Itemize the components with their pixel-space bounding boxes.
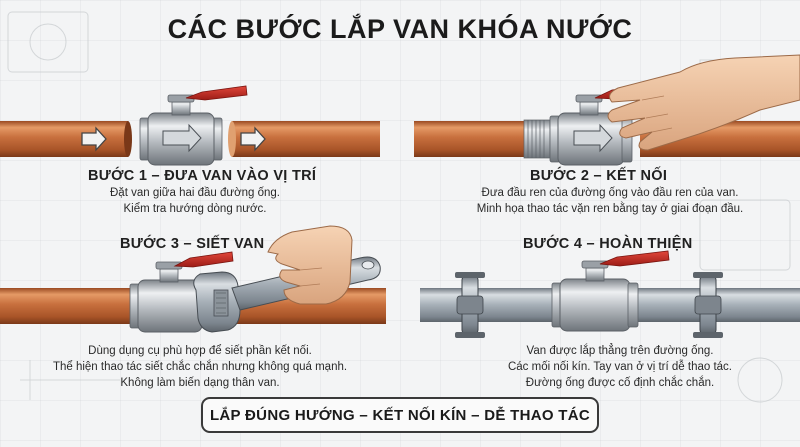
- flow-arrow-icon: [81, 126, 266, 152]
- step-2-illustration: [414, 54, 800, 166]
- step-3-line-3: Không làm biến dạng thân van.: [120, 377, 280, 389]
- ball-valve-icon: [129, 251, 234, 333]
- step-1-description: Đặt van giữa hai đầu đường ống. Kiểm tra…: [70, 185, 320, 217]
- step-3-title: BƯỚC 3 – SIẾT VAN: [120, 236, 265, 252]
- step-3-illustration: [0, 225, 386, 333]
- step-1-title: BƯỚC 1 – ĐƯA VAN VÀO VỊ TRÍ: [88, 168, 317, 184]
- step-3-description: Dùng dụng cụ phù hợp để siết phần kết nố…: [20, 343, 380, 391]
- step-4-illustration: [420, 250, 800, 338]
- step-3-line-1: Dùng dụng cụ phù hợp để siết phần kết nố…: [88, 345, 312, 357]
- valve-handle: [599, 250, 670, 267]
- step-3-line-2: Thể hiện thao tác siết chắc chắn nhưng k…: [52, 361, 348, 373]
- page-title: CÁC BƯỚC LẮP VAN KHÓA NƯỚC: [167, 14, 633, 44]
- step-1-line-2: Kiểm tra hướng dòng nước.: [123, 203, 267, 215]
- valve-handle: [173, 251, 234, 268]
- ball-valve-icon: [551, 250, 670, 332]
- step-4-line-2: Các mối nối kín. Tay van ở vị trí dễ tha…: [507, 361, 732, 373]
- step-4-title: BƯỚC 4 – HOÀN THIỆN: [523, 236, 693, 252]
- valve-handle: [185, 85, 248, 101]
- step-2-line-2: Minh họa thao tác vặn ren bằng tay ở gia…: [476, 203, 744, 215]
- ball-valve-icon: [139, 85, 248, 166]
- step-3-left-pipe: [0, 288, 132, 324]
- step-4-line-3: Đường ống được cố định chắc chắn.: [525, 377, 715, 389]
- step-2-title: BƯỚC 2 – KẾT NỐI: [530, 168, 668, 184]
- step-4-line-1: Van được lắp thẳng trên đường ống.: [526, 345, 714, 357]
- step-1-illustration: [0, 85, 380, 166]
- step-1-line-1: Đặt van giữa hai đầu đường ống.: [110, 187, 280, 199]
- footer-text: LẮP ĐÚNG HƯỚNG – KẾT NỐI KÍN – DỄ THAO T…: [209, 406, 591, 424]
- step-4-description: Van được lắp thẳng trên đường ống. Các m…: [470, 343, 770, 391]
- step-2-description: Đưa đầu ren của đường ống vào đầu ren củ…: [440, 185, 780, 217]
- step-2-left-pipe: [414, 121, 526, 157]
- footer-banner: LẮP ĐÚNG HƯỚNG – KẾT NỐI KÍN – DỄ THAO T…: [201, 397, 599, 433]
- step-2-line-1: Đưa đầu ren của đường ống vào đầu ren củ…: [481, 187, 739, 199]
- step-1-left-pipe: [0, 121, 128, 157]
- pipe-clamp-icon: [455, 272, 485, 338]
- hand-icon: [267, 225, 353, 305]
- hand-icon: [607, 54, 800, 151]
- pipe-clamp-icon: [693, 272, 723, 338]
